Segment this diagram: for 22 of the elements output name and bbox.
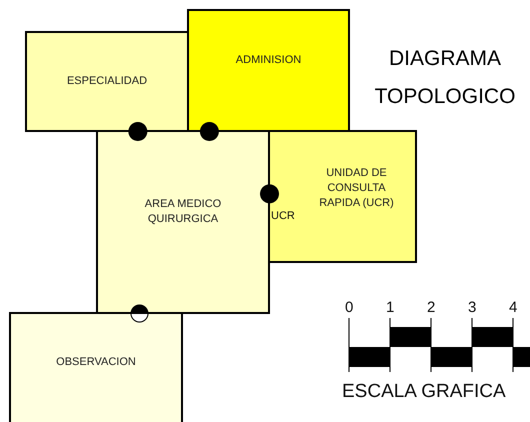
scale-number: 0 (345, 299, 354, 316)
scale-number: 3 (468, 299, 476, 316)
room-box (268, 130, 417, 263)
scale-caption: ESCALA GRAFICA (342, 381, 506, 403)
connection-dot (200, 122, 219, 141)
connection-dot (128, 122, 148, 141)
diagram-title: DIAGRAMA TOPOLOGICO (374, 46, 516, 110)
scale-number: 1 (386, 299, 394, 316)
room-box (187, 9, 350, 132)
room-label: ADMINISION (234, 53, 302, 68)
room-box (25, 31, 189, 132)
room-box (9, 312, 183, 422)
connection-dot (260, 184, 279, 204)
room-label: OBSERVACION (55, 354, 137, 370)
room-abbreviation: UCR (271, 210, 295, 222)
room-label: AREA MEDICO QUIRURGICA (144, 197, 222, 227)
connection-dot (130, 304, 149, 322)
room-box (96, 130, 270, 314)
room-label: UNIDAD DE CONSULTA RAPIDA (UCR) (318, 166, 395, 211)
scale-number: 2 (427, 299, 436, 316)
room-label: ESPECIALIDAD (66, 74, 148, 89)
scale-number: 4 (509, 299, 518, 316)
